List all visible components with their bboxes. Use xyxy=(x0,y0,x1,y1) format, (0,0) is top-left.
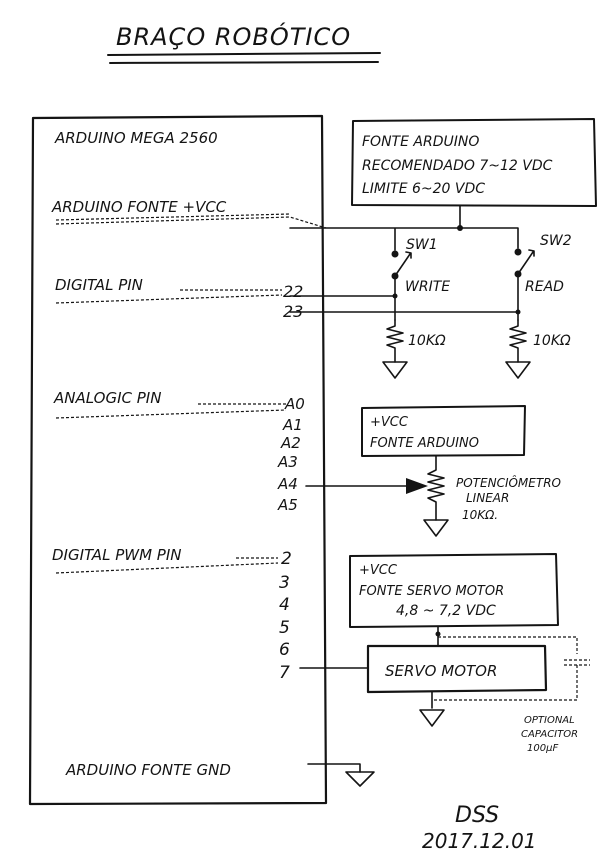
signature-name: DSS xyxy=(455,803,499,828)
pin-a1-label: A1 xyxy=(282,416,303,434)
arduino-gnd-label: ARDUINO FONTE GND xyxy=(65,761,231,779)
potentiometer-symbol xyxy=(427,455,445,521)
arduino-vcc-label: ARDUINO FONTE +VCC xyxy=(51,198,227,216)
resistor-sw1 xyxy=(386,319,404,363)
servo-supply-line-1: +VCC xyxy=(359,563,398,578)
pin-a2-label: A2 xyxy=(280,434,301,452)
sw2-name: SW2 xyxy=(540,233,572,249)
servo-motor-box xyxy=(366,644,548,694)
arduino-analogic-pin-label: ANALOGIC PIN xyxy=(53,389,161,407)
sw1-output-wire xyxy=(289,275,396,321)
power-source-box xyxy=(351,118,597,207)
diagram-title: BRAÇO ROBÓTICO xyxy=(116,21,351,51)
sw2-lever xyxy=(517,249,535,275)
pin-7-label: 7 xyxy=(279,663,290,683)
servo-supply-line-3: 4,8 ~ 7,2 VDC xyxy=(396,603,496,619)
resistor-sw2-value: 10KΩ xyxy=(533,333,571,349)
pin-3-label: 3 xyxy=(279,573,290,593)
sw2-terminal-top xyxy=(514,248,522,256)
pin-6-label: 6 xyxy=(279,640,290,660)
wiper-arrow xyxy=(406,478,428,494)
resistor-sw2 xyxy=(509,319,527,363)
sw1-lever xyxy=(394,251,412,277)
pin-4-label: 4 xyxy=(279,595,290,615)
power-source-line-1: FONTE ARDUINO xyxy=(362,134,479,150)
servo-motor-label: SERVO MOTOR xyxy=(385,662,497,680)
digital-pin-dashed-line xyxy=(55,289,283,304)
capacitor-line-2: CAPACITOR xyxy=(521,729,578,740)
arduino-pwm-pin-label: DIGITAL PWM PIN xyxy=(52,546,181,564)
capacitor-line-1: OPTIONAL xyxy=(524,715,575,726)
ground-symbol-pot xyxy=(423,519,449,537)
gnd-wire xyxy=(307,763,361,773)
pot-line-2: LINEAR xyxy=(466,491,509,505)
power-source-line-2: RECOMENDADO 7~12 VDC xyxy=(362,158,553,174)
pot-supply-box xyxy=(361,405,526,457)
sw1-label: WRITE xyxy=(405,279,450,295)
arduino-board-name: ARDUINO MEGA 2560 xyxy=(54,129,218,147)
pin-5-label: 5 xyxy=(279,618,290,638)
ground-symbol-servo xyxy=(419,709,445,727)
sw1-terminal-top xyxy=(391,250,399,258)
power-source-line-3: LIMITE 6~20 VDC xyxy=(362,181,485,197)
ground-symbol-arduino xyxy=(345,771,375,787)
vcc-junction-dot xyxy=(457,225,463,231)
pot-supply-line-2: FONTE ARDUINO xyxy=(370,436,479,451)
pin-2-label: 2 xyxy=(281,549,292,569)
pin-a5-label: A5 xyxy=(277,496,298,514)
title-underline xyxy=(107,52,381,64)
capacitor-line-3: 100µF xyxy=(527,743,558,754)
pwm-pin-dashed-line xyxy=(55,557,279,574)
sw2-junction-dot xyxy=(515,309,521,315)
signature-code: 2017.12.01 xyxy=(422,829,537,853)
sw1-junction-dot xyxy=(392,293,398,299)
ground-symbol-sw1 xyxy=(382,361,408,379)
resistor-sw1-value: 10KΩ xyxy=(408,333,446,349)
servo-supply-line-2: FONTE SERVO MOTOR xyxy=(359,584,504,599)
vcc-bus-wire xyxy=(289,205,519,251)
arduino-digital-pin-label: DIGITAL PIN xyxy=(55,276,143,294)
optional-capacitor-wiring xyxy=(432,636,590,701)
pot-line-3: 10KΩ. xyxy=(462,508,498,522)
pin-a3-label: A3 xyxy=(277,453,298,471)
arduino-board-outline xyxy=(28,114,328,806)
arduino-vcc-dashed-line-2 xyxy=(55,213,291,221)
pot-line-1: POTENCIÔMETRO xyxy=(456,475,561,490)
pin-a4-label: A4 xyxy=(277,475,298,493)
pin-22-label: 22 xyxy=(283,282,303,301)
pin-a0-label: A0 xyxy=(284,395,305,413)
servo-supply-dot xyxy=(435,631,441,637)
servo-supply-box xyxy=(349,553,559,628)
sw1-name: SW1 xyxy=(406,237,438,253)
ground-symbol-sw2 xyxy=(505,361,531,379)
sw2-label: READ xyxy=(525,279,564,295)
pot-supply-line-1: +VCC xyxy=(370,415,409,430)
analogic-pin-dashed-line xyxy=(55,403,287,419)
